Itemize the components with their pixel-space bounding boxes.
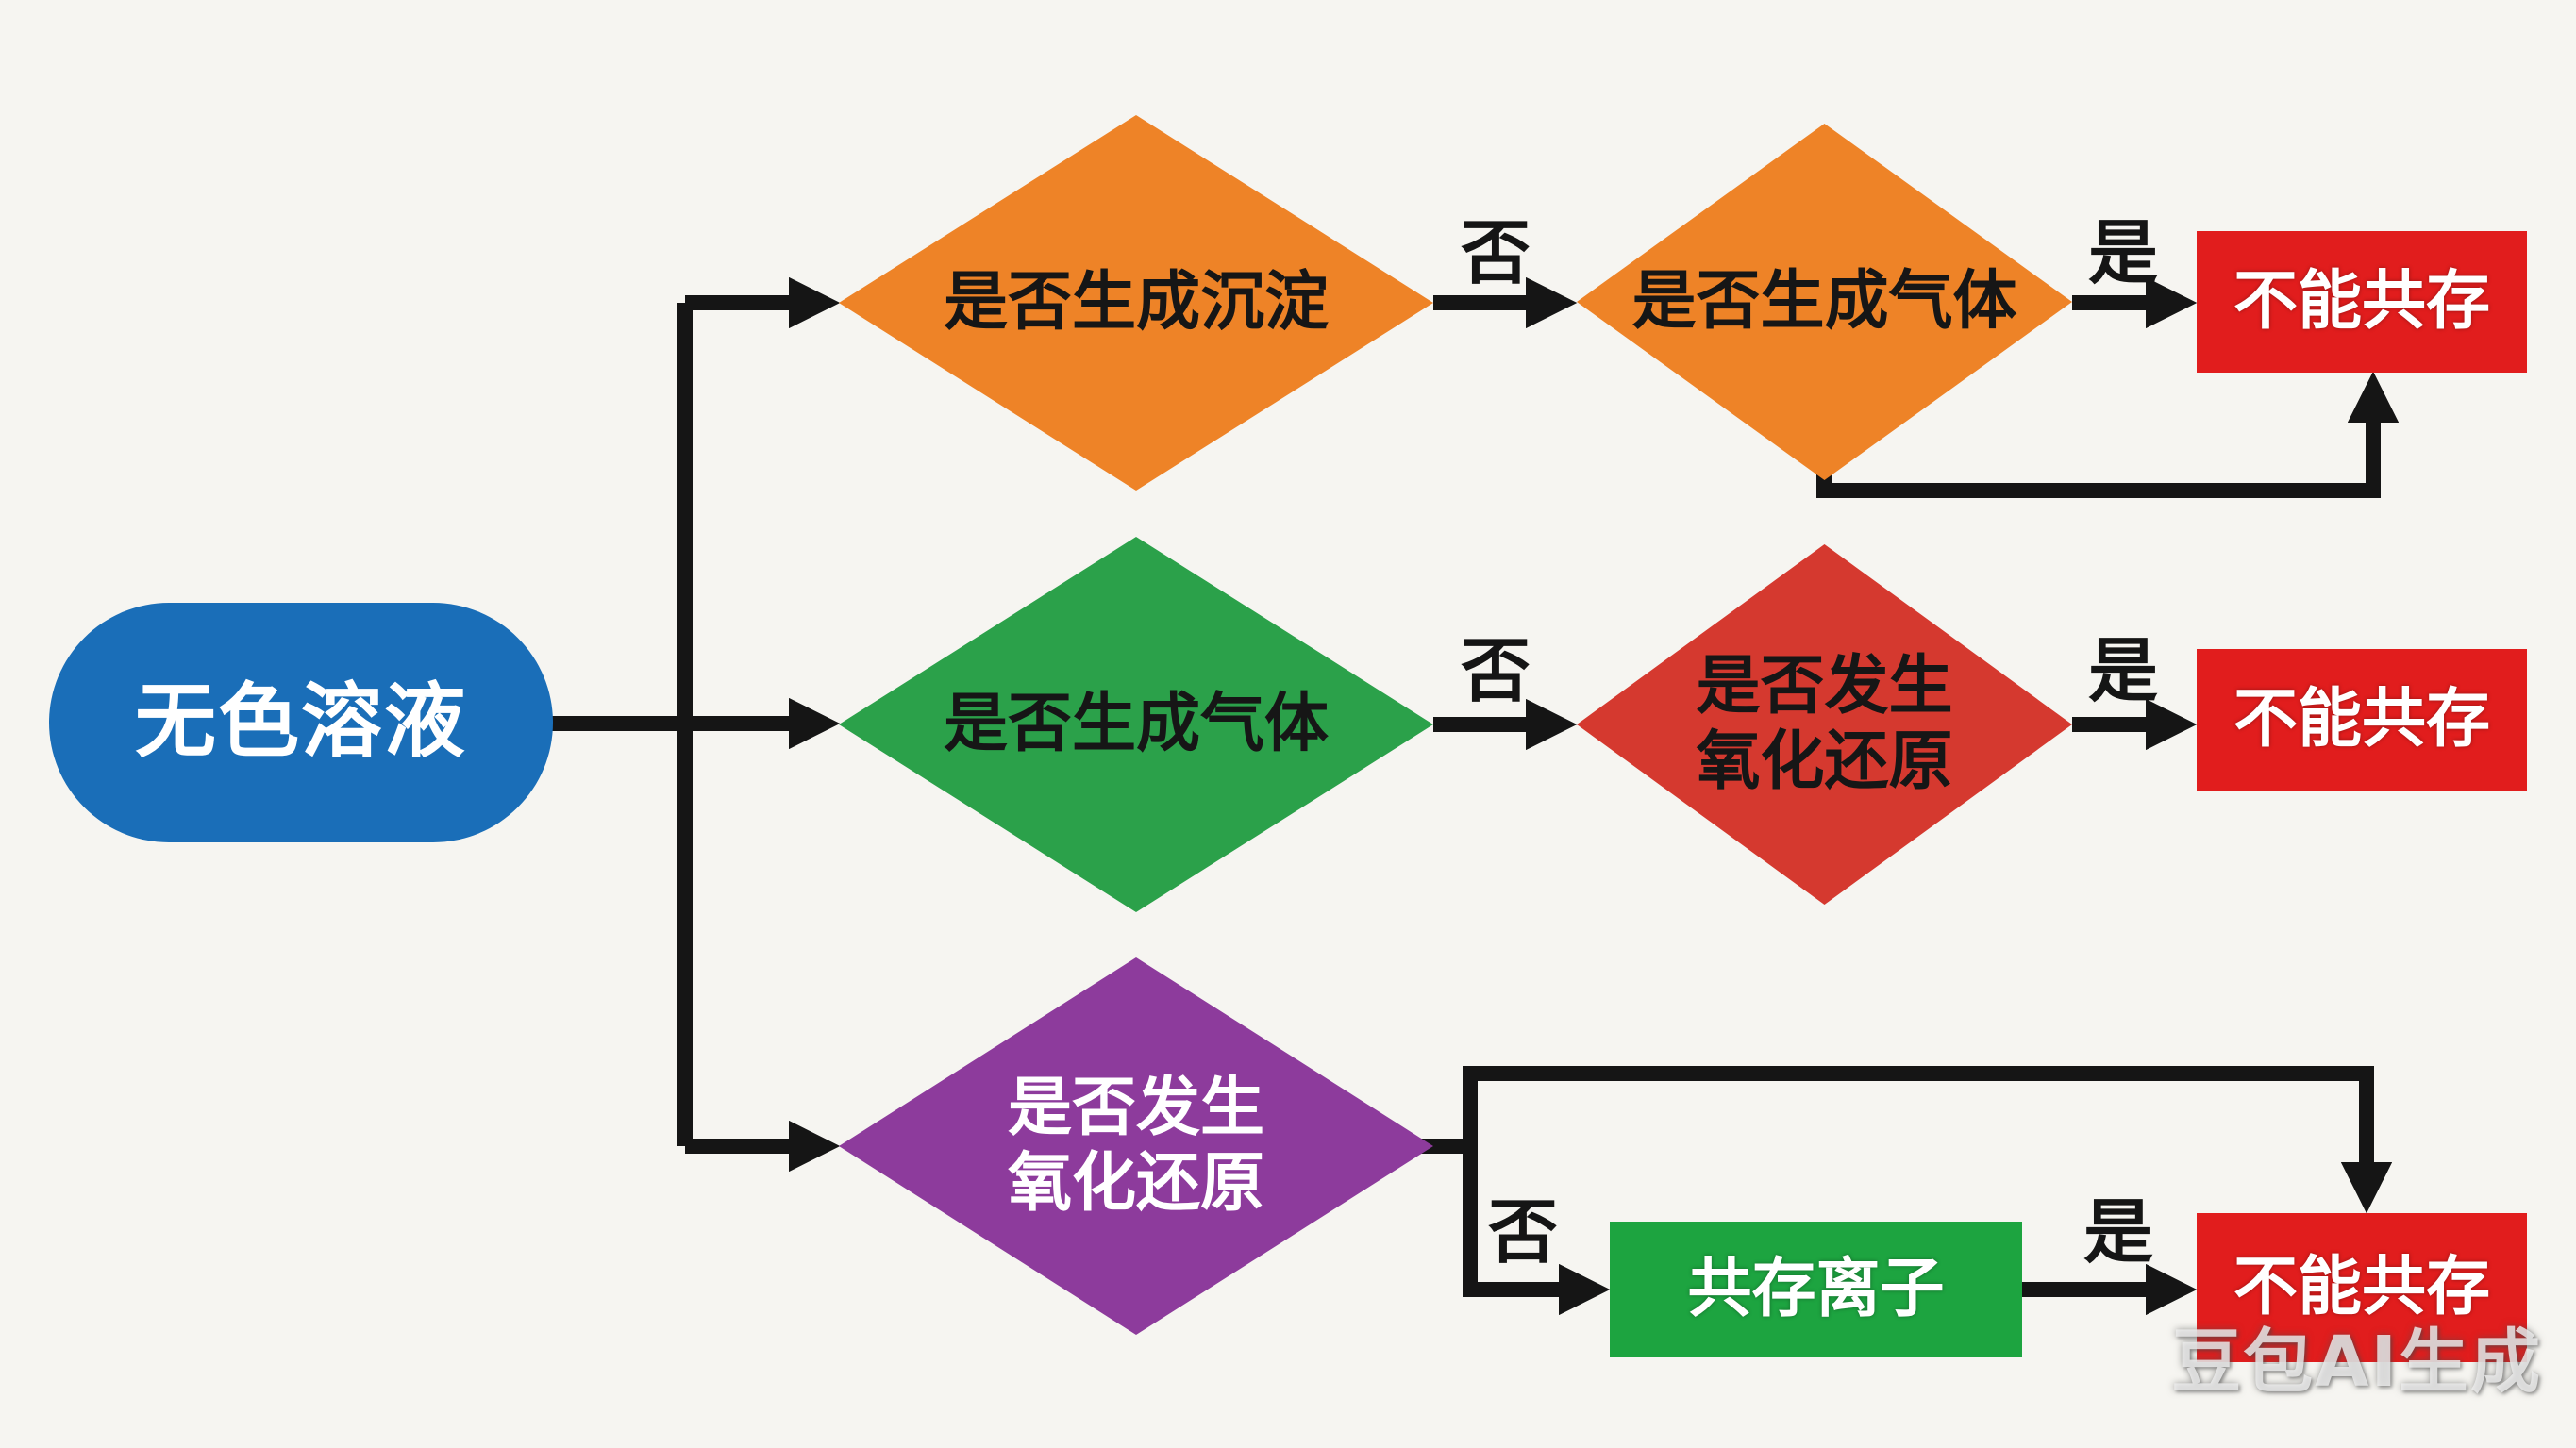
decision-precipitate-label: 是否生成沉淀 — [943, 264, 1329, 340]
result-coexist-ions: 共存离子 — [1610, 1222, 2022, 1357]
watermark: 豆包AI生成 — [2171, 1322, 2542, 1403]
result-cannot-coexist-top-label: 不能共存 — [2233, 263, 2490, 339]
result-cannot-coexist-bottom: 不能共存 — [2197, 1213, 2527, 1362]
result-cannot-coexist-top: 不能共存 — [2197, 231, 2527, 373]
edge-label-no-mid: 否 — [1461, 630, 1531, 712]
node-colorless-solution-label: 无色溶液 — [135, 674, 467, 770]
edge-label-yes-bottom: 是 — [2083, 1191, 2153, 1273]
edge-label-no-top: 否 — [1461, 212, 1531, 294]
decision-redox-bottom-label: 是否发生 氧化还原 — [1007, 1070, 1264, 1221]
result-cannot-coexist-bottom-label: 不能共存 — [2233, 1249, 2490, 1324]
decision-gas-top-label: 是否生成气体 — [1631, 263, 2017, 339]
edge-label-yes-mid: 是 — [2088, 630, 2158, 712]
result-cannot-coexist-mid: 不能共存 — [2197, 649, 2527, 791]
result-coexist-ions-label: 共存离子 — [1687, 1251, 1945, 1326]
decision-redox-mid-label: 是否发生 氧化还原 — [1696, 648, 1953, 799]
node-colorless-solution: 无色溶液 — [49, 603, 553, 842]
edge-label-yes-top: 是 — [2088, 212, 2158, 294]
edge-label-no-bottom: 否 — [1488, 1191, 1558, 1273]
result-cannot-coexist-mid-label: 不能共存 — [2233, 681, 2490, 757]
decision-gas-mid-label: 是否生成气体 — [943, 686, 1329, 761]
